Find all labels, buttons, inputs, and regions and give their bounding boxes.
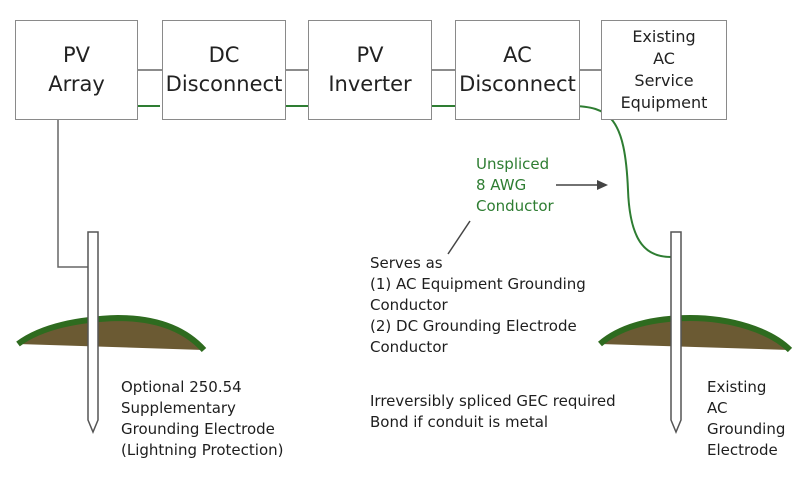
optional-electrode-rod [87,231,99,434]
left-ground-mound [16,314,207,353]
existing-electrode-rod [670,231,682,434]
pv-ground-wire [57,120,90,268]
pv-inverter-box: PV Inverter [308,20,432,120]
right-ground-mound [598,314,793,353]
conductor-label: Unspliced 8 AWG Conductor [476,155,554,215]
optional-electrode-label: Optional 250.54 Supplementary Grounding … [121,378,284,459]
dc-disconnect-box: DC Disconnect [162,20,286,120]
serves-as-leader [447,220,471,255]
ac-disconnect-box: AC Disconnect [455,20,580,120]
green-conductor-main [316,105,672,258]
gec-notes: Irreversibly spliced GEC required Bond i… [370,392,616,431]
conductor-arrow-head [597,180,608,190]
service-equipment-box: Existing AC Service Equipment [601,20,727,120]
pv-array-box: PV Array [15,20,138,120]
existing-electrode-label: Existing AC Grounding Electrode [707,378,786,459]
serves-as-note: Serves as (1) AC Equipment Grounding Con… [370,254,586,356]
